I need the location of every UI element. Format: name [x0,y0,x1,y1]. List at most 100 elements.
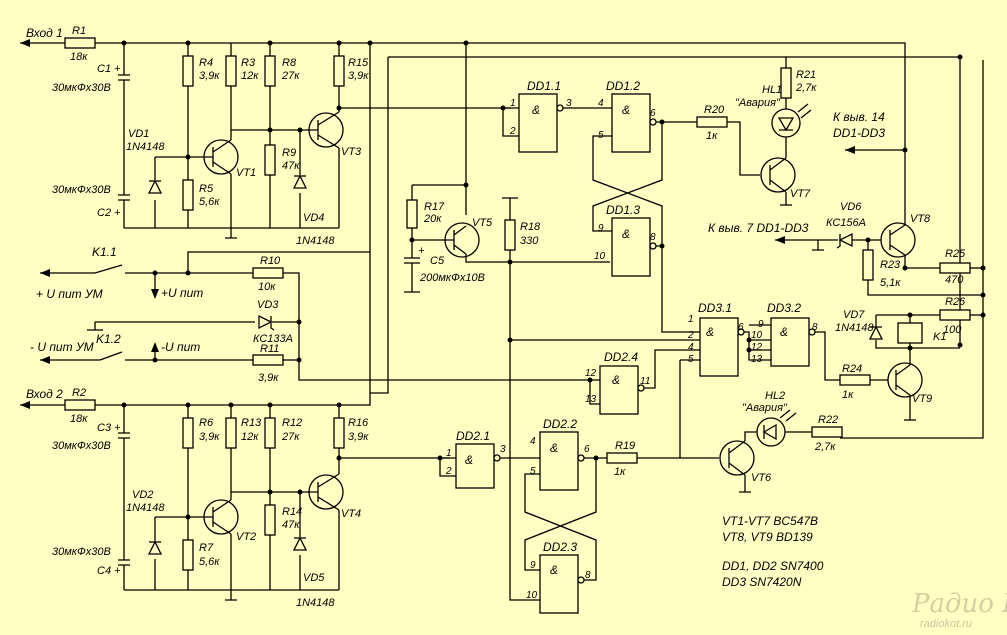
svg-text:8: 8 [585,570,591,581]
r9-val: 47к [282,160,300,172]
dd11-label: DD1.1 [527,79,561,93]
svg-text:13: 13 [585,394,597,405]
dd23-label: DD2.3 [543,540,577,554]
svg-text:1: 1 [446,448,452,459]
gate-dd3-1 [699,317,739,377]
svg-text:+: + [114,63,121,75]
svg-text:10: 10 [594,251,606,262]
svg-text:9: 9 [530,560,536,571]
svg-text:10: 10 [751,330,763,341]
r19-ref: R19 [615,440,635,452]
pin7-arrow-icon [775,236,785,244]
vd1-val: 1N4148 [126,141,165,153]
ground-3-icon [812,240,824,251]
gate-dd1-1 [518,93,558,153]
resistor-r15 [333,55,345,87]
r22-val: 2,7к [814,441,836,453]
r12-ref: R12 [282,417,302,429]
svg-text:6: 6 [650,108,656,119]
k11-ref: K1.1 [92,245,117,259]
r6-val: 3,9к [199,431,220,443]
power-on-reset: R17 20к C5 + 200мкФх10В VT5 R18 330 [404,43,700,601]
r9-ref: R9 [282,147,296,159]
resistor-r26 [939,309,971,321]
diode-vd7 [868,325,884,340]
r2-val: 18к [70,413,88,425]
parts-list: VT1-VT7 BC547B VT8, VT9 BD139 DD1, DD2 S… [722,514,824,589]
vd2-ref: VD2 [132,489,153,501]
svg-text:1: 1 [688,314,694,325]
hl2-note: "Авария" [742,402,788,414]
r23-ref: R23 [880,259,901,271]
gate-dd1-2 [611,93,651,153]
switch-k1-1 [40,264,280,274]
u-plus-feed [187,43,371,273]
dd12-label: DD1.2 [606,79,640,93]
svg-text:13: 13 [751,354,763,365]
svg-text:2: 2 [445,466,452,477]
pin7-note: К выв. 7 DD1-DD3 [708,221,809,235]
minus-u-label: -U пит [161,340,200,354]
resistor-r9 [264,144,276,176]
minus-um-label: - U пит УМ [30,340,94,354]
svg-text:11: 11 [640,376,650,387]
ground-1-icon [225,228,237,239]
gate-group-dd2-4: DD2.4 & 12 13 11 [585,349,700,455]
r10-val: 10к [258,281,276,293]
svg-text:2: 2 [509,126,516,137]
r4-val: 3,9к [199,70,220,82]
top-rail-1 [95,42,906,150]
svg-text:9: 9 [758,319,764,330]
svg-text:&: & [612,373,620,387]
vd6-val: КС156А [826,217,866,229]
vt1-ref: VT1 [236,167,256,179]
svg-text:&: & [622,227,630,241]
r1-val: 18к [70,51,88,63]
r17-ref: R17 [424,201,445,213]
vt8-ref: VT8 [910,213,931,225]
resistor-r20 [696,116,728,128]
light-rays-icon [779,409,797,422]
r1-ref: R1 [72,25,86,37]
resistor-r1 [64,37,96,49]
r16-val: 3,9к [348,431,369,443]
r3-val: 12к [241,70,259,82]
k12-ref: K1.2 [96,332,121,346]
r19-val: 1к [614,466,626,478]
svg-text:+: + [114,422,121,434]
diode-vd1 [147,179,163,194]
svg-text:+: + [418,245,425,257]
dd31-label: DD3.1 [698,301,732,315]
c4-ref: C4 [97,565,111,577]
c5-val: 200мкФх10В [419,272,485,284]
hl1-note: "Авария" [735,97,781,109]
r11-ref: R11 [260,343,279,355]
resistor-r5 [182,179,194,211]
svg-text:&: & [622,103,630,117]
minus-u-arrow-icon [151,342,159,352]
light-rays-icon [797,103,812,119]
resistor-r2 [64,399,96,411]
vd2-val: 1N4148 [126,502,165,514]
relay-driver: DD3.1 & 1 2 4 5 6 DD3.2 & 9 10 12 13 8 R… [687,296,983,421]
svg-text:&: & [780,325,788,339]
resistor-r8 [264,55,276,87]
c2-val: 30мкФх30В [52,184,111,196]
pin14-arrow-icon [845,146,855,154]
svg-text:6: 6 [738,322,744,333]
relay-coil-k1 [897,322,923,344]
transistor-vt7 [760,157,796,193]
r16-ref: R16 [348,417,369,429]
hl2-ref: HL2 [765,390,785,402]
svg-text:&: & [550,563,558,577]
svg-text:4: 4 [530,436,536,447]
c4-val: 30мкФх30В [52,546,111,558]
dd21-label: DD2.1 [456,429,490,443]
r7-ref: R7 [199,542,214,554]
capacitor-c2 [118,194,130,228]
r24-val: 1к [842,389,854,401]
resistor-r11 [252,354,284,366]
c5-ref: C5 [430,255,445,267]
latch-1: DD1.1 & 1 2 3 DD1.2 & 4 5 6 DD1.3 & 9 10… [500,79,700,333]
